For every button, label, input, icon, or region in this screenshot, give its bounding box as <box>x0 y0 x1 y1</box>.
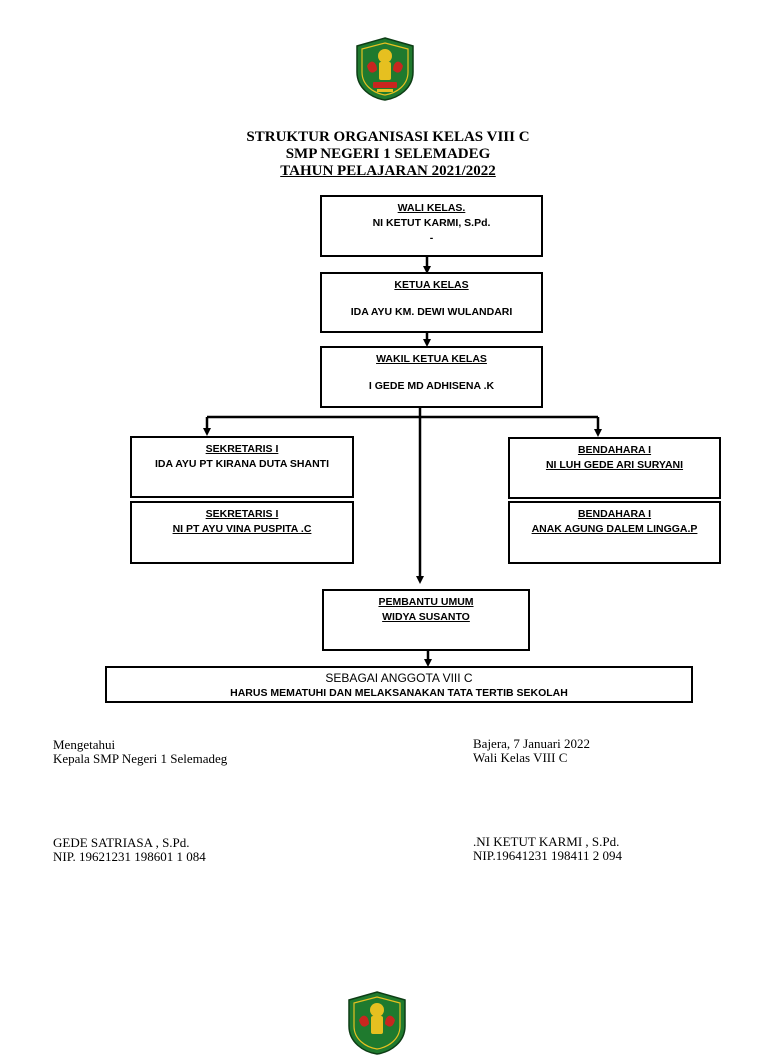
anggota-note: HARUS MEMATUHI DAN MELAKSANAKAN TATA TER… <box>230 687 568 699</box>
anggota-role: SEBAGAI ANGGOTA VIII C <box>325 671 473 685</box>
signature-right-name: .NI KETUT KARMI , S.Pd. <box>473 834 620 849</box>
sekretaris-1-name: IDA AYU PT KIRANA DUTA SHANTI <box>154 458 330 470</box>
bendahara-2-name: ANAK AGUNG DALEM LINGGA.P <box>531 523 698 535</box>
box-sekretaris-1: SEKRETARIS I IDA AYU PT KIRANA DUTA SHAN… <box>130 436 354 498</box>
box-sekretaris-2: SEKRETARIS I NI PT AYU VINA PUSPITA .C <box>130 501 354 564</box>
pembantu-role: PEMBANTU UMUM <box>378 596 474 608</box>
signature-left-header: Mengetahui Kepala SMP Negeri 1 Selemadeg <box>53 738 227 766</box>
box-bendahara-1: BENDAHARA I NI LUH GEDE ARI SURYANI <box>508 437 721 499</box>
box-ketua-kelas: KETUA KELAS IDA AYU KM. DEWI WULANDARI <box>320 272 543 333</box>
title-line-3: TAHUN PELAJARAN 2021/2022 <box>280 163 496 179</box>
signature-left-line1: Mengetahui <box>53 737 116 752</box>
signature-right-nip: NIP.19641231 198411 2 094 <box>473 848 623 863</box>
school-emblem-icon <box>356 37 414 101</box>
signature-left-name: GEDE SATRIASA , S.Pd. <box>53 835 190 850</box>
box-wakil-ketua: WAKIL KETUA KELAS I GEDE MD ADHISENA .K <box>320 346 543 408</box>
bendahara-1-role: BENDAHARA I <box>577 444 652 456</box>
title-line-1: STRUKTUR ORGANISASI KELAS VIII C <box>246 129 530 145</box>
sekretaris-2-role: SEKRETARIS I <box>205 508 279 520</box>
chart-title: STRUKTUR ORGANISASI KELAS VIII C SMP NEG… <box>0 129 768 180</box>
ketua-role: KETUA KELAS <box>394 279 469 291</box>
ketua-name: IDA AYU KM. DEWI WULANDARI <box>350 306 513 318</box>
signature-left-footer: GEDE SATRIASA , S.Pd. NIP. 19621231 1986… <box>53 836 206 864</box>
box-pembantu-umum: PEMBANTU UMUM WIDYA SUSANTO <box>322 589 530 651</box>
box-bendahara-2: BENDAHARA I ANAK AGUNG DALEM LINGGA.P <box>508 501 721 564</box>
wakil-role: WAKIL KETUA KELAS <box>376 353 487 365</box>
signature-right-line2: Wali Kelas VIII C <box>473 750 568 765</box>
pembantu-name: WIDYA SUSANTO <box>382 611 470 623</box>
wali-extra: - <box>429 232 434 244</box>
wakil-name: I GEDE MD ADHISENA .K <box>368 380 495 392</box>
box-anggota: SEBAGAI ANGGOTA VIII C HARUS MEMATUHI DA… <box>105 666 693 703</box>
box-wali-kelas: WALI KELAS. NI KETUT KARMI, S.Pd. - <box>320 195 543 257</box>
school-emblem-icon <box>348 991 406 1055</box>
signature-left-nip: NIP. 19621231 198601 1 084 <box>53 849 206 864</box>
signature-right-line1: Bajera, 7 Januari 2022 <box>473 736 590 751</box>
bendahara-1-name: NI LUH GEDE ARI SURYANI <box>545 459 684 471</box>
bendahara-2-role: BENDAHARA I <box>577 508 652 520</box>
signature-right-header: Bajera, 7 Januari 2022 Wali Kelas VIII C <box>473 737 590 765</box>
wali-role: WALI KELAS. <box>397 202 466 214</box>
signature-right-footer: .NI KETUT KARMI , S.Pd. NIP.19641231 198… <box>473 835 622 863</box>
sekretaris-1-role: SEKRETARIS I <box>205 443 279 455</box>
signature-left-line2: Kepala SMP Negeri 1 Selemadeg <box>53 751 228 766</box>
org-connectors <box>203 257 602 667</box>
sekretaris-2-name: NI PT AYU VINA PUSPITA .C <box>172 523 312 535</box>
title-line-2: SMP NEGERI 1 SELEMADEG <box>285 146 491 162</box>
wali-name: NI KETUT KARMI, S.Pd. <box>372 217 491 229</box>
